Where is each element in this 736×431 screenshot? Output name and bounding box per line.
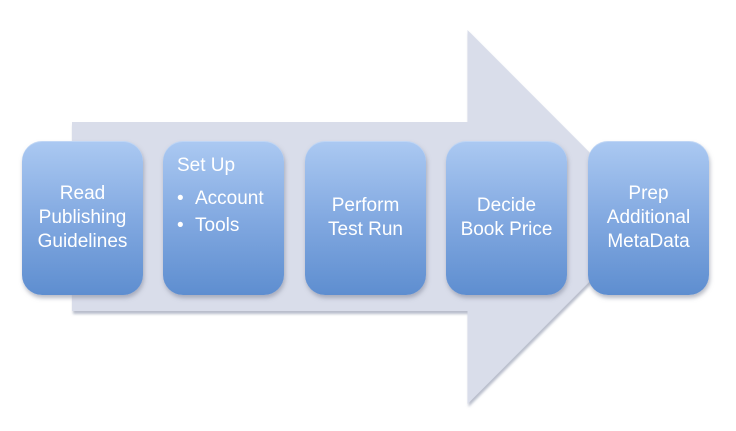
step-text-line: Guidelines [37, 231, 128, 252]
step-text-line: Test Run [328, 219, 403, 240]
bullet-item-label: Tools [195, 215, 240, 236]
step-text-line: Read [59, 183, 106, 204]
step-text-line: Publishing [38, 207, 127, 228]
bullet-icon: • [177, 215, 184, 236]
step-4-decide-book-price: Decide Book Price [446, 141, 567, 295]
bullet-item: • Tools [177, 212, 239, 239]
step-2-set-up: Set Up • Account • Tools [163, 141, 284, 295]
step-text-line: Prep [628, 183, 669, 204]
step-3-perform-test-run: Perform Test Run [305, 141, 426, 295]
step-text-line: Decide [476, 195, 537, 216]
step-1-read-publishing-guidelines: Read Publishing Guidelines [22, 141, 143, 295]
step-text-line: Additional [606, 207, 691, 228]
step-5-prep-additional-metadata: Prep Additional MetaData [588, 141, 709, 295]
bullet-item: • Account [177, 185, 264, 212]
step-title: Set Up [177, 155, 236, 176]
step-text-line: MetaData [607, 231, 690, 252]
bullet-item-label: Account [195, 188, 264, 209]
step-text-line: Perform [331, 195, 400, 216]
bullet-icon: • [177, 188, 184, 209]
step-text-line: Book Price [460, 219, 553, 240]
